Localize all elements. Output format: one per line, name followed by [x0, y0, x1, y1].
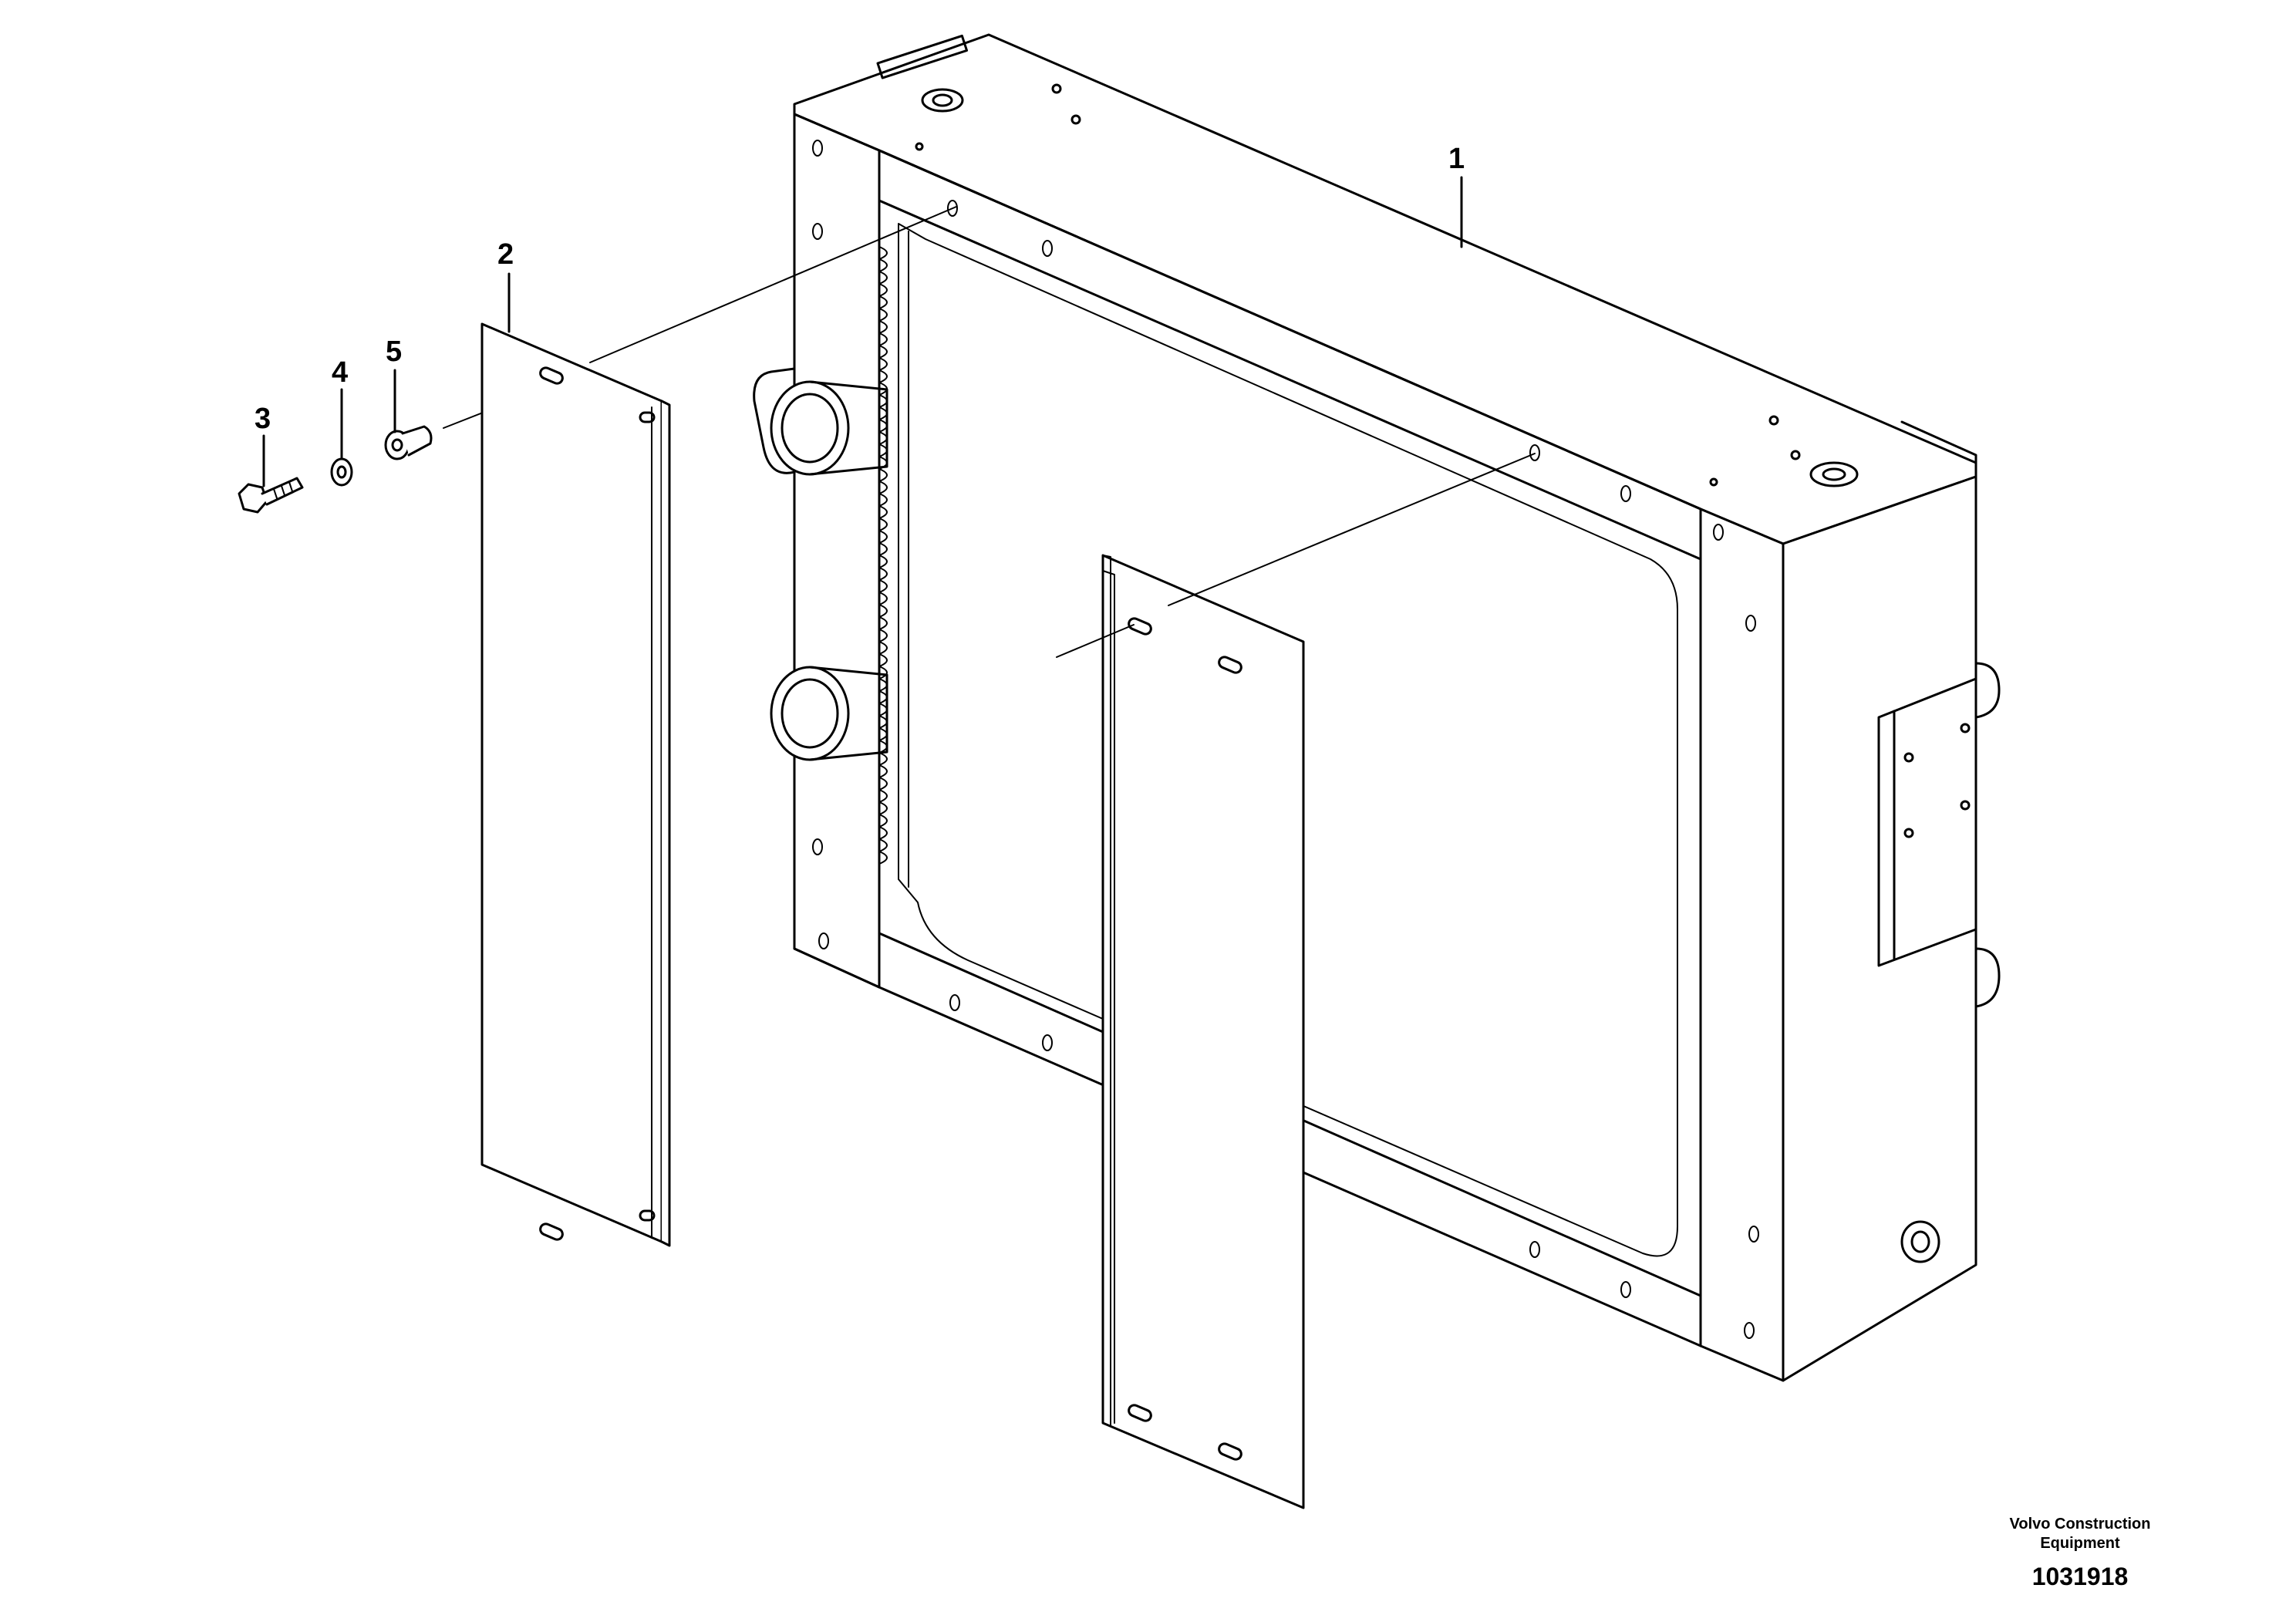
cover-plate-left: [480, 322, 671, 1247]
bolt-part-3: [238, 477, 304, 514]
callout-2: 2: [497, 238, 514, 271]
company-name-line1: Volvo Construction: [2009, 1516, 2151, 1533]
coolant-inlet-pipe: [753, 367, 888, 476]
washer-part-4: [330, 457, 353, 487]
callout-3: 3: [255, 403, 271, 435]
cover-plate-front: [1101, 554, 1305, 1509]
radiator-fins: [878, 246, 888, 865]
radiator-frame: [793, 33, 2001, 1382]
callout-5: 5: [386, 336, 402, 368]
title-block: Volvo Construction Equipment 1031918: [1926, 1515, 2234, 1591]
drawing-number: 1031918: [2031, 1563, 2129, 1590]
callout-1: 1: [1448, 143, 1465, 175]
coolant-outlet-pipe: [770, 666, 888, 761]
company-name-line2: Equipment: [2040, 1535, 2120, 1552]
spacer-part-5: [384, 425, 433, 460]
callout-4: 4: [332, 356, 348, 389]
